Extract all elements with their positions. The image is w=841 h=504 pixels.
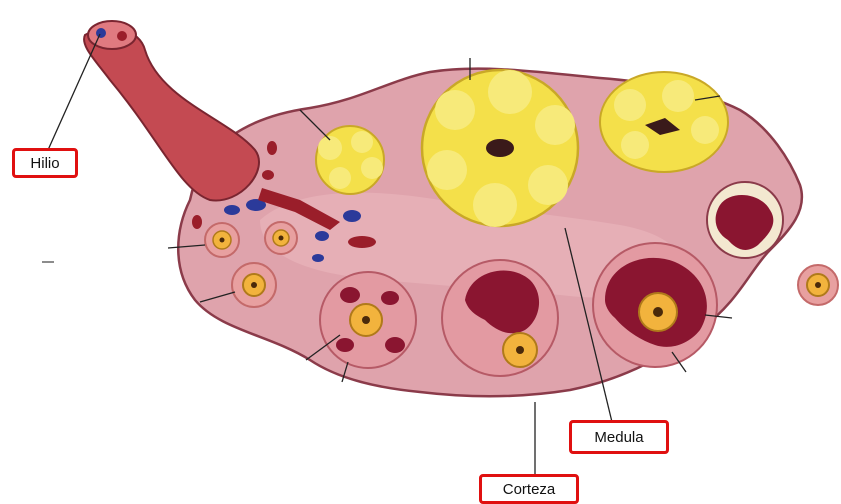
small-vessel-red	[262, 170, 274, 180]
corpus-luteum-right	[600, 72, 728, 172]
vessel-lumen-blue	[96, 28, 106, 38]
primordial-follicle	[265, 222, 297, 254]
released-oocyte	[798, 265, 838, 305]
label-corteza-text: Corteza	[503, 481, 556, 498]
small-vessel-red	[192, 215, 202, 229]
leader-line-hilio	[48, 34, 100, 150]
corpus-luteum-large	[422, 70, 578, 227]
label-hilio: Hilio	[12, 148, 78, 178]
label-hilio-text: Hilio	[30, 155, 59, 172]
vessel-lumen-red	[117, 31, 127, 41]
secondary-follicle	[320, 272, 416, 368]
antral-follicle	[442, 260, 558, 376]
small-vessel-red	[348, 236, 376, 248]
ruptured-follicle	[707, 182, 783, 258]
hilum-vessel	[84, 28, 259, 201]
label-medula-text: Medula	[594, 429, 643, 446]
primary-follicle	[232, 263, 276, 307]
small-vessel-blue	[312, 254, 324, 262]
small-vessel-blue	[343, 210, 361, 222]
label-corteza: Corteza	[479, 474, 579, 504]
small-vessel-blue	[224, 205, 240, 215]
small-vessel-blue	[315, 231, 329, 241]
small-vessel-red	[267, 141, 277, 155]
primordial-follicle	[205, 223, 239, 257]
label-medula: Medula	[569, 420, 669, 454]
graafian-follicle	[593, 243, 717, 367]
